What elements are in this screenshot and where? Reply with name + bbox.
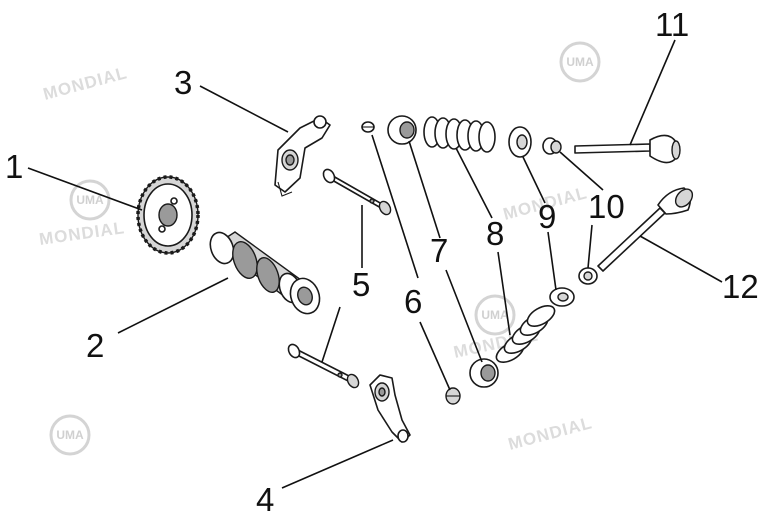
valve-lower — [597, 187, 694, 272]
callout-1: 1 — [5, 148, 23, 185]
rocker-shaft-upper — [322, 168, 392, 216]
uma-logo-watermark: UMA — [49, 414, 91, 456]
callout-8: 8 — [486, 215, 504, 252]
leader-line-11 — [629, 39, 676, 146]
uma-logo-watermark: UMA — [474, 294, 516, 336]
leader-line-9a — [522, 156, 546, 204]
spring-seat-lower — [549, 287, 575, 307]
watermark-text: MONDIAL — [38, 218, 126, 249]
callout-2: 2 — [86, 327, 104, 364]
callout-11: 11 — [655, 6, 689, 43]
leader-line-9b — [547, 231, 557, 291]
leader-line-8a — [455, 147, 493, 219]
callout-12: 12 — [722, 268, 759, 305]
callout-9: 9 — [538, 198, 556, 235]
uma-logo-watermark: UMA — [559, 41, 601, 83]
valve-upper — [574, 134, 681, 164]
leader-line-12 — [639, 235, 723, 283]
callout-4: 4 — [256, 481, 274, 518]
logo-text: UMA — [481, 308, 509, 322]
callout-5-upper: 5 — [352, 266, 370, 303]
logo-text: UMA — [566, 55, 594, 69]
cam-sprocket — [136, 175, 200, 255]
valve-keeper-upper — [361, 121, 375, 133]
spring-retainer-lower — [469, 358, 499, 388]
leader-line-8b — [497, 251, 511, 336]
callout-3: 3 — [174, 64, 192, 101]
spring-retainer-upper — [387, 115, 417, 145]
leader-line-7b — [445, 269, 483, 363]
leader-line-1 — [27, 167, 143, 211]
valve-stem-seal-upper — [542, 137, 562, 155]
rocker-arm-lower — [369, 374, 411, 443]
watermark-text: MONDIAL — [506, 413, 594, 454]
valve-stem-seal-lower — [578, 267, 598, 285]
leader-line-2 — [117, 277, 229, 334]
watermark-text: MONDIAL — [41, 63, 129, 104]
leader-line-3 — [199, 85, 289, 133]
rocker-shaft-lower — [287, 343, 360, 389]
camshaft — [209, 231, 321, 315]
logo-text: UMA — [76, 193, 104, 207]
callout-labels: 1 2 3 4 5 5 6 7 8 9 10 11 12 — [5, 6, 759, 518]
leader-line-6b — [419, 321, 451, 391]
valve-keeper-lower — [445, 387, 461, 405]
leader-line-7a — [408, 140, 441, 239]
leader-line-10b — [587, 224, 593, 269]
leader-line-4 — [281, 439, 394, 489]
logo-text: UMA — [56, 428, 84, 442]
rocker-arm-upper — [274, 115, 331, 197]
callout-7: 7 — [430, 232, 448, 269]
leader-line-5b — [321, 306, 341, 363]
valve-spring-lower — [495, 304, 556, 364]
leader-line-6a — [371, 134, 419, 279]
spring-seat-upper — [508, 126, 532, 158]
watermarks: MONDIAL MONDIAL MONDIAL MONDIAL MONDIAL … — [38, 41, 601, 456]
leader-line-10a — [559, 151, 604, 191]
leader-lines — [27, 39, 723, 489]
uma-logo-watermark: UMA — [69, 179, 111, 221]
valve-spring-upper — [423, 116, 496, 153]
callout-6: 6 — [404, 283, 422, 320]
callout-10: 10 — [588, 188, 625, 225]
